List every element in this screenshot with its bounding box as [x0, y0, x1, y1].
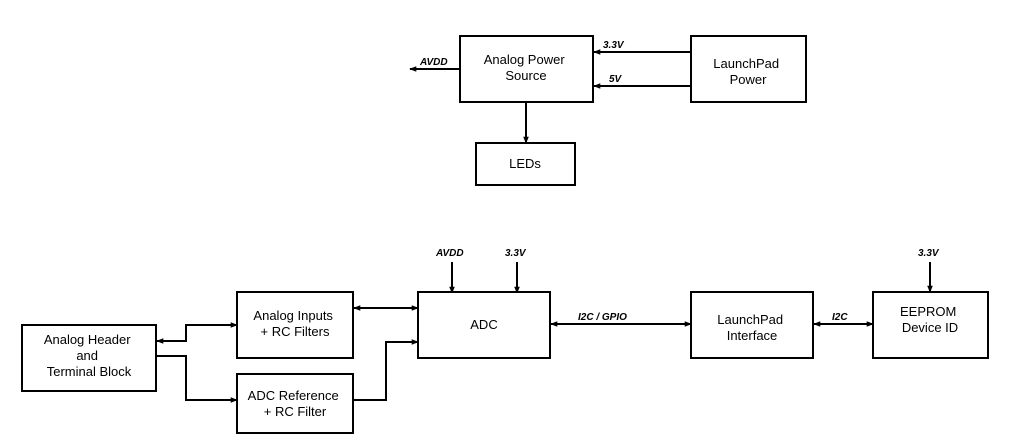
block-adc-reference-line-1: ADC Reference	[248, 388, 339, 403]
block-analog-power-source: Analog Power Source	[459, 35, 594, 103]
signal-i2c-gpio: I2C / GPIO	[578, 312, 627, 323]
svg-text:Analog Inputs + RC Filte: Analog Inputs + RC Filters	[253, 308, 336, 339]
svg-text:LEDs: LEDs	[509, 156, 541, 171]
block-launchpad-power: LaunchPad Power	[690, 35, 807, 103]
svg-text:EEPROM Device ID: EEPROM Device ID	[900, 304, 960, 335]
svg-text:ADC Reference + RC Filte: ADC Reference + RC Filter	[248, 388, 343, 419]
wire-header-inputs	[156, 322, 238, 344]
block-analog-header-line-1: Analog Header	[44, 332, 131, 347]
signal-3v3-power: 3.3V	[603, 40, 625, 51]
signal-adc-3v3: 3.3V	[505, 248, 527, 259]
block-analog-inputs-line-1: Analog Inputs	[253, 308, 333, 323]
block-eeprom: EEPROM Device ID	[872, 291, 989, 359]
block-launchpad-interface: LaunchPad Interface	[690, 291, 814, 359]
wire-reference-adc	[354, 339, 419, 401]
block-launchpad-interface-line-2: Interface	[727, 328, 778, 343]
block-leds: LEDs	[475, 142, 576, 186]
svg-text:ADC: ADC	[470, 317, 497, 332]
block-leds-line-1: LEDs	[509, 156, 541, 171]
block-launchpad-interface-line-1: LaunchPad	[717, 312, 783, 327]
block-eeprom-line-1: EEPROM	[900, 304, 956, 319]
signal-adc-avdd: AVDD	[435, 248, 464, 259]
block-eeprom-line-2: Device ID	[902, 320, 958, 335]
block-analog-power-source-line-2: Source	[505, 68, 546, 83]
block-adc-reference-line-2: + RC Filter	[264, 404, 327, 419]
svg-text:Analog Power Source: Analog Power Source	[484, 52, 569, 83]
svg-text:Analog Header and: Analog Header and Terminal Block	[44, 332, 134, 379]
svg-text:LaunchPad Interface: LaunchPad Interface	[717, 312, 786, 343]
signal-avdd-out: AVDD	[419, 57, 448, 68]
block-analog-header: Analog Header and Terminal Block	[21, 324, 157, 392]
block-analog-power-source-line-1: Analog Power	[484, 52, 566, 67]
block-launchpad-power-line-1: LaunchPad	[713, 56, 779, 71]
wires	[156, 49, 933, 403]
signal-eeprom-3v3: 3.3V	[918, 248, 940, 259]
svg-text:LaunchPad Power: LaunchPad Power	[713, 56, 782, 87]
signal-i2c: I2C	[832, 312, 848, 323]
signal-5v-power: 5V	[609, 74, 623, 85]
block-adc-line-1: ADC	[470, 317, 497, 332]
block-analog-inputs-line-2: + RC Filters	[261, 324, 330, 339]
wire-header-reference	[157, 355, 238, 403]
block-analog-header-line-2: and	[76, 348, 98, 363]
block-adc-reference: ADC Reference + RC Filter	[236, 373, 354, 434]
block-analog-header-line-3: Terminal Block	[47, 364, 132, 379]
signal-labels: 3.3V 5V AVDD AVDD 3.3V 3.3V I2C / GPIO I…	[419, 40, 940, 323]
block-launchpad-power-line-2: Power	[730, 72, 768, 87]
block-adc: ADC	[417, 291, 551, 359]
block-analog-inputs: Analog Inputs + RC Filters	[236, 291, 354, 359]
